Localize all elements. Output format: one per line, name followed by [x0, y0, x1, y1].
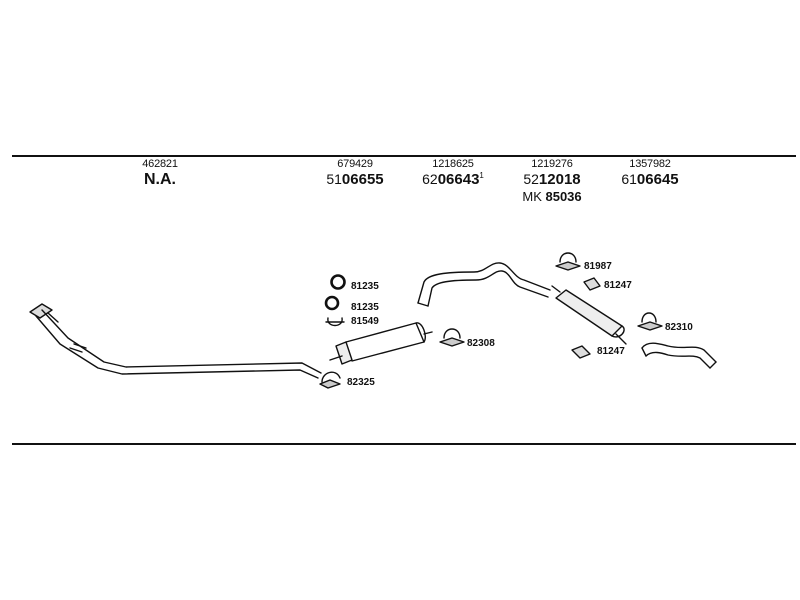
- ring-icon: [330, 274, 346, 290]
- oe-number: 1218625: [432, 158, 474, 170]
- center-silencer: [329, 322, 433, 365]
- gasket-icon: [571, 345, 591, 359]
- tail-pipe: [641, 342, 717, 369]
- clamp-icon: [319, 371, 341, 389]
- front-pipe: [29, 303, 322, 379]
- clamp-icon: [555, 252, 581, 271]
- fitting-label-ring-1: 81235: [351, 281, 379, 292]
- fitting-label-clamp-rear-2: 82310: [665, 322, 693, 333]
- rear-silencer: [551, 285, 627, 345]
- fitting-label-clamp-rear-1: 81987: [584, 261, 612, 272]
- mounting-kit-number: MK 85036: [522, 189, 582, 204]
- top-rule: [12, 155, 796, 157]
- part-column-middle-silencer: 1218625 62066431: [413, 158, 493, 188]
- oe-number: 679429: [337, 158, 373, 170]
- fitting-label-gasket-1: 81247: [604, 280, 632, 291]
- oe-number: 1357982: [629, 158, 671, 170]
- part-column-rear-silencer: 1219276 5212018 MK 85036: [512, 158, 592, 204]
- fitting-label-clamp-front: 82325: [347, 377, 375, 388]
- ring-icon: [324, 295, 340, 311]
- part-column-front-pipe: 462821 N.A.: [130, 158, 190, 189]
- part-number: 62066431: [422, 171, 484, 188]
- part-column-tail-pipe: 1357982 6106645: [610, 158, 690, 188]
- clamp-icon: [637, 312, 663, 331]
- fitting-label-clamp-mid: 82308: [467, 338, 495, 349]
- bottom-rule: [12, 443, 796, 445]
- u-clamp-icon: [325, 317, 345, 327]
- gasket-icon: [583, 277, 601, 291]
- fitting-label-gasket-2: 81247: [597, 346, 625, 357]
- oe-number: 1219276: [531, 158, 573, 170]
- part-column-center-pipe: 679429 5106655: [315, 158, 395, 188]
- fitting-label-ring-2: 81235: [351, 302, 379, 313]
- part-number: 5212018: [523, 171, 581, 188]
- fitting-label-clamp-small: 81549: [351, 316, 379, 327]
- intermediate-pipe: [417, 262, 551, 307]
- part-number: 5106655: [326, 171, 384, 188]
- oe-number: 462821: [142, 158, 178, 170]
- part-number: 6106645: [621, 171, 679, 188]
- clamp-icon: [439, 328, 465, 347]
- part-number: N.A.: [144, 171, 176, 188]
